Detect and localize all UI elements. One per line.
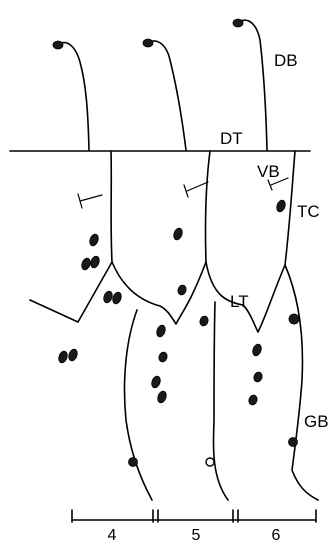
lower-boundary-1 [112, 262, 206, 324]
granule [251, 343, 263, 357]
granule [67, 348, 79, 362]
knob [289, 438, 298, 447]
scale-label-6: 6 [272, 527, 281, 543]
granule [150, 375, 162, 389]
granule [57, 350, 69, 364]
column-4-lower [124, 310, 152, 500]
label-tc: TC [297, 202, 320, 221]
vb-terminal-2 [187, 182, 208, 191]
cell-4-left-edge [30, 151, 112, 322]
granule [102, 290, 114, 304]
cell-6-right-edge [285, 151, 295, 265]
labels: DB DT VB TC LT GB [220, 51, 329, 431]
label-db: DB [274, 51, 298, 70]
label-dt: DT [220, 129, 243, 148]
granule [289, 314, 299, 324]
scale-bar: 4 5 6 [72, 510, 316, 543]
projection-1 [58, 43, 89, 150]
knob [129, 458, 138, 467]
vb-terminal-1 [80, 195, 102, 201]
projection-3-knob [233, 19, 243, 27]
granule [158, 351, 169, 363]
granule [275, 199, 287, 213]
label-lt: LT [230, 292, 249, 311]
granule [177, 284, 188, 296]
scale-label-5: 5 [192, 527, 201, 543]
column-6-lower [285, 265, 318, 500]
granule [88, 233, 100, 247]
projection-2-knob [143, 39, 153, 47]
column-5-lower [214, 302, 228, 500]
granules [57, 199, 299, 406]
granule [172, 227, 184, 241]
label-gb: GB [304, 412, 329, 431]
label-vb: VB [257, 162, 280, 181]
granule [111, 291, 123, 305]
granule [80, 257, 92, 271]
granule [248, 394, 259, 406]
scale-label-4: 4 [108, 527, 117, 543]
vb-terminals [78, 178, 288, 208]
cell-boundaries [30, 151, 318, 500]
projection-2 [148, 41, 186, 150]
knob [206, 458, 214, 466]
projection-1-knob [53, 41, 63, 49]
granule [253, 371, 264, 383]
granule [156, 390, 168, 404]
granule [199, 315, 210, 327]
granule [155, 324, 167, 338]
granule [89, 255, 101, 269]
cell-5-left-edge [205, 151, 210, 262]
